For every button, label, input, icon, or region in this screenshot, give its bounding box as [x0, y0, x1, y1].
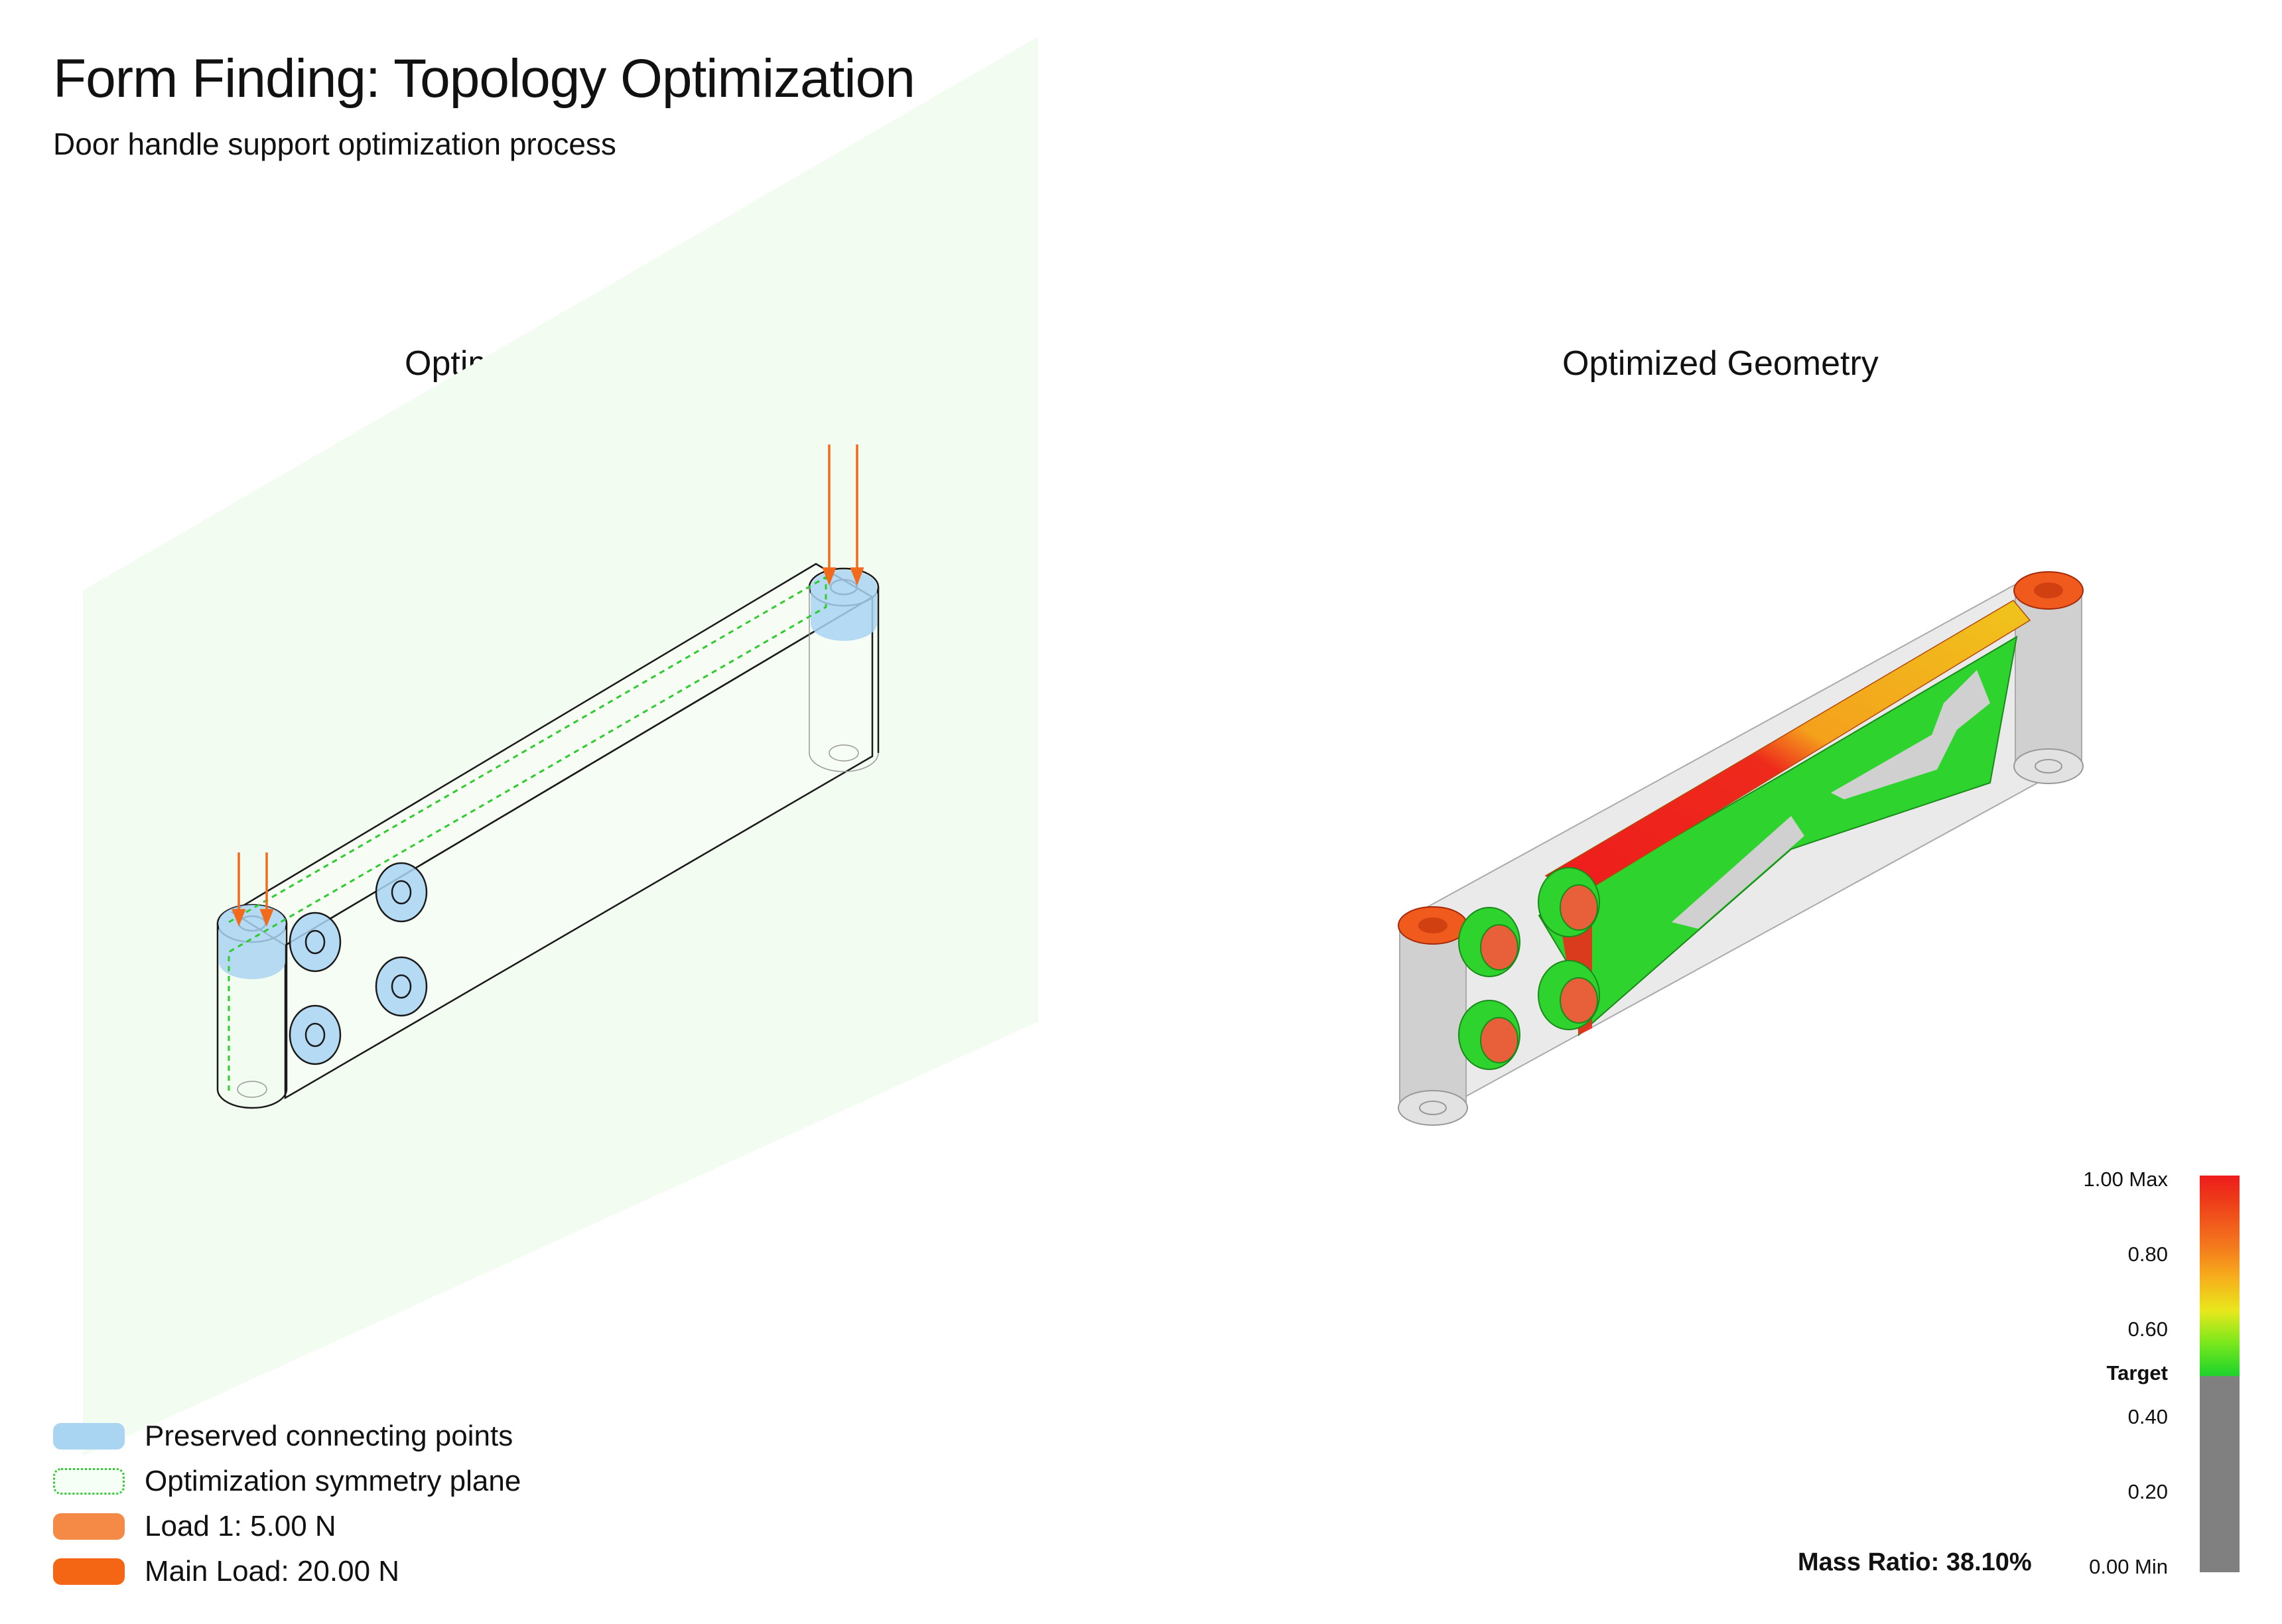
- legend-item-symmetry-plane: Optimization symmetry plane: [53, 1465, 521, 1498]
- symmetry-plane-swatch: [53, 1468, 125, 1495]
- legend-item-main-load: Main Load: 20.00 N: [53, 1555, 399, 1588]
- legend-label: Main Load: 20.00 N: [145, 1555, 400, 1588]
- page-title: Form Finding: Topology Optimization: [53, 48, 915, 109]
- mass-ratio: Mass Ratio: 38.10%: [1798, 1548, 2032, 1576]
- setup-model: [216, 563, 880, 1109]
- preserved-right-cap: [811, 570, 877, 641]
- setup-bar-front: [284, 595, 874, 1100]
- scale-label-080: 0.80: [2127, 1243, 2168, 1266]
- legend-label: Preserved connecting points: [145, 1420, 513, 1452]
- optimized-panel-title: Optimized Geometry: [1562, 344, 1879, 383]
- scale-label-max: 1.00 Max: [2083, 1168, 2168, 1191]
- page-subtitle: Door handle support optimization process: [53, 127, 616, 161]
- symmetry-plane-line: [228, 575, 827, 1091]
- web-hole-3: [1924, 670, 1990, 756]
- symmetry-plane-backdrop: [83, 36, 1038, 1456]
- boss-1: [289, 912, 342, 973]
- optimized-model: [1398, 571, 2084, 1126]
- load-arrows: [232, 444, 864, 927]
- optimized-bosses: [1458, 867, 1600, 1070]
- scale-label-040: 0.40: [2127, 1405, 2168, 1428]
- preserved-swatch: [53, 1423, 125, 1450]
- preserved-left-cap: [219, 905, 285, 979]
- load-1-swatch: [53, 1513, 125, 1540]
- boss-4: [375, 956, 428, 1017]
- legend-item-load-1: Load 1: 5.00 N: [53, 1510, 336, 1543]
- scale-label-020: 0.20: [2127, 1480, 2168, 1503]
- scale-label-target: Target: [2106, 1361, 2168, 1385]
- boss-3: [289, 1004, 342, 1065]
- legend-label: Load 1: 5.00 N: [145, 1510, 336, 1542]
- legend-item-preserved: Preserved connecting points: [53, 1420, 513, 1453]
- scale-label-060: 0.60: [2127, 1318, 2168, 1341]
- setup-left-cylinder-bottom-hole: [237, 1081, 267, 1098]
- web-hole-1: [1672, 816, 1804, 929]
- scale-label-min: 0.00 Min: [2089, 1555, 2168, 1578]
- boss-2: [375, 862, 428, 923]
- preserved-connecting-points: [219, 570, 877, 1065]
- color-scale-bar: [2200, 1176, 2240, 1572]
- main-load-swatch: [53, 1558, 125, 1585]
- legend-label: Optimization symmetry plane: [145, 1465, 521, 1497]
- web-hole-2: [1831, 716, 1964, 799]
- ghost-left-post: [1399, 925, 1467, 1109]
